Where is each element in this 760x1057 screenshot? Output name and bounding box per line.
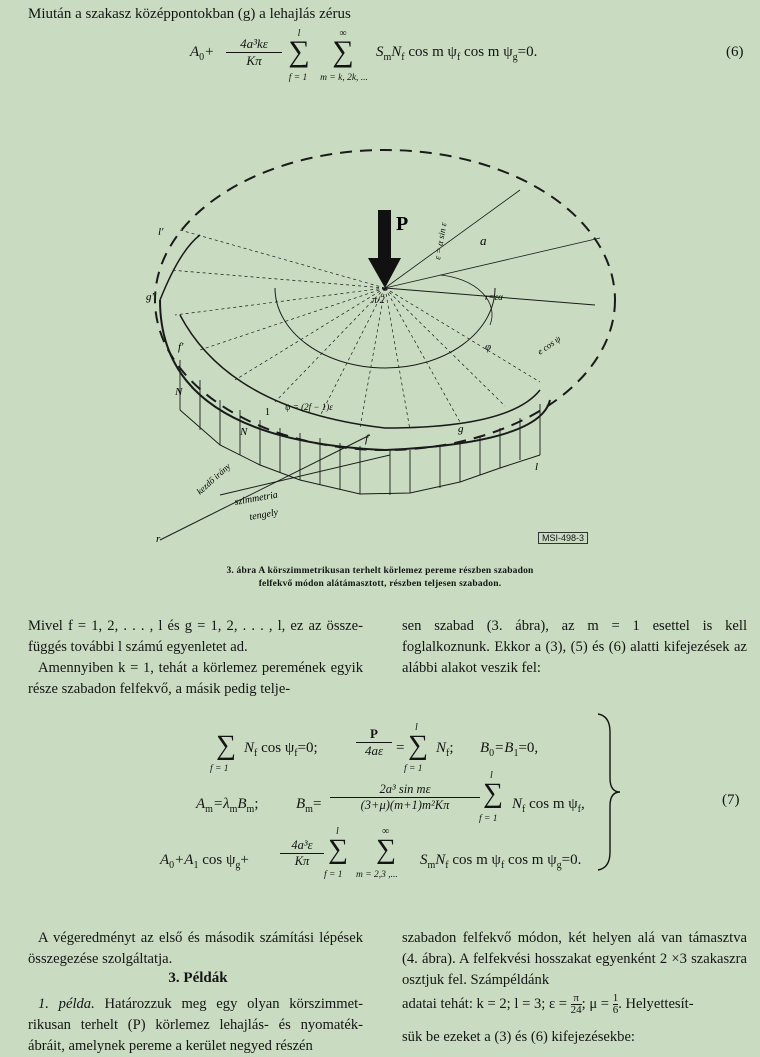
figure-ref-code: MSI-498-3 — [538, 532, 589, 544]
svg-text:g: g — [458, 423, 464, 435]
svg-text:r=εα: r=εα — [485, 292, 503, 302]
svg-text:tengely: tengely — [249, 507, 280, 523]
svg-text:l': l' — [158, 226, 164, 238]
svg-text:r: r — [156, 533, 161, 545]
svg-text:N: N — [239, 426, 248, 438]
equation-6-number: (6) — [726, 44, 744, 60]
svg-text:g': g' — [146, 291, 155, 303]
svg-text:a: a — [480, 233, 487, 248]
svg-text:ψ = (2f − 1)ε: ψ = (2f − 1)ε — [285, 402, 333, 412]
paragraph-3-right: szabadon felfekvő módon, két helyen alá … — [402, 930, 747, 988]
paragraph-1-right: sen szabad (3. ábra), az m = 1 esettel i… — [402, 618, 747, 676]
paragraph-3-left: A végeredményt az első és második számít… — [28, 930, 363, 967]
figure-caption: 3. ábra A körszimmetrikusan terhelt körl… — [226, 566, 534, 589]
svg-text:f': f' — [178, 341, 184, 353]
svg-text:l: l — [535, 461, 538, 473]
svg-text:φ: φ — [485, 341, 491, 353]
paragraph-1-left: Mivel f = 1, 2, . . . , l és g = 1, 2, .… — [28, 618, 363, 655]
intro-line: Miután a szakasz középpontokban (g) a le… — [28, 6, 351, 22]
paragraph-4-left: 1. példa. Határozzuk meg egy olyan körsz… — [28, 996, 363, 1054]
paragraph-3-right-end: sük be ezeket a (3) és (6) kifejezésekbe… — [402, 1029, 635, 1045]
svg-text:f: f — [365, 433, 370, 445]
paragraph-2-left: Amennyiben k = 1, tehát a körlemez perem… — [28, 660, 363, 697]
equation-7-number: (7) — [722, 792, 740, 808]
equation-6: A0+ 4a³kε Kπ l ∑ f = 1 ∞ ∑ m = k, 2k, ..… — [190, 28, 538, 83]
svg-text:1: 1 — [265, 407, 270, 418]
figure-3-diagram: P π/2 a ε = α sin ε r=εα φ e cos ψ ψ = (… — [146, 149, 616, 545]
svg-text:ε = α sin ε: ε = α sin ε — [432, 221, 448, 260]
svg-text:szimmetria: szimmetria — [234, 489, 279, 507]
svg-text:e cos ψ: e cos ψ — [535, 333, 562, 356]
svg-text:π/2: π/2 — [372, 295, 385, 306]
section-heading: 3. Példák — [168, 970, 228, 986]
equation-7-brace — [597, 713, 621, 871]
svg-text:kezdő irány: kezdő irány — [195, 461, 233, 496]
equation-7: ∑ f = 1 Nf cos ψf=0; P 4aε = l ∑ f = 1 N… — [160, 722, 585, 880]
svg-text:N: N — [174, 386, 183, 398]
svg-text:P: P — [396, 213, 408, 235]
